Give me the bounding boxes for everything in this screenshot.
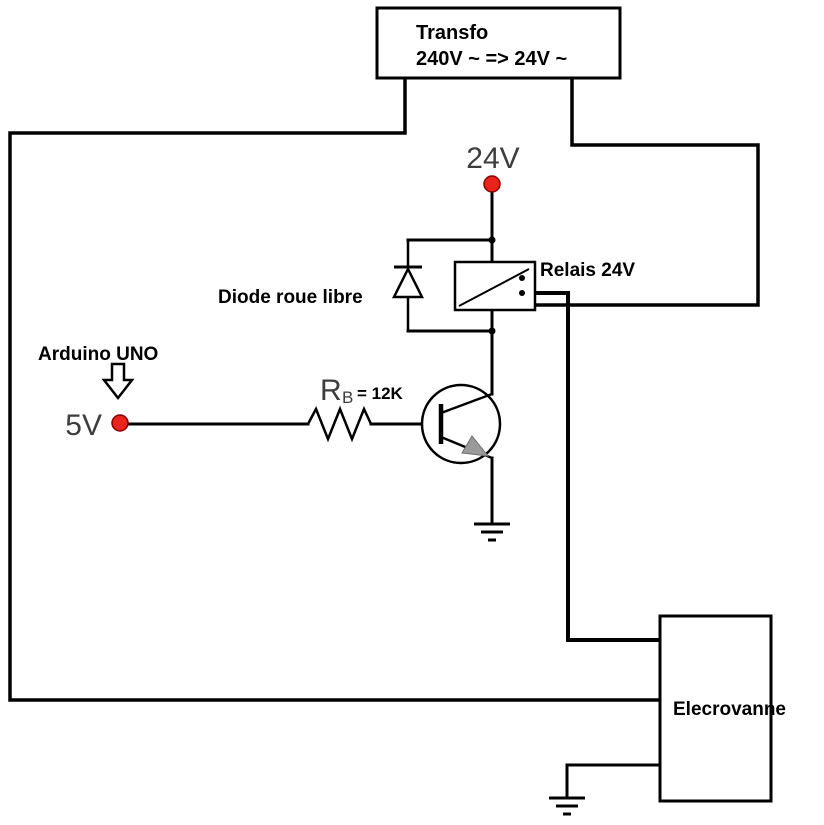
emitter-arrow-icon [461,435,490,457]
wire-valve-ground [565,763,662,799]
wires [8,76,760,799]
label-arduino: Arduino UNO [38,344,158,365]
label-rb-subscript: B [342,388,353,407]
ground-icon [474,522,510,542]
electrovalve-label: Elecrovanne [673,699,786,720]
wire-right-loop [533,76,760,307]
label-rb-value: = 12K [357,384,404,403]
relay-icon [453,260,537,312]
node-5v [111,414,129,432]
transistor-icon [420,383,502,465]
label-relay: Relais 24V [540,260,635,281]
label-diode: Diode roue libre [218,287,363,308]
electrovalve-box: Elecrovanne [658,614,786,803]
label-24v: 24V [466,142,519,175]
wire-relay-to-valve [522,291,662,642]
resistor-icon [306,405,373,443]
transformer-box: Transfo 240V ~ => 24V ~ [375,6,622,80]
ground-icon-valve [549,796,585,816]
junction-bottom-rail [488,327,496,335]
label-5v: 5V [65,409,102,442]
junction-top-rail [488,236,496,244]
node-24v [483,175,501,193]
diode-icon [391,265,425,299]
transformer-subtitle: 240V ~ => 24V ~ [416,48,567,70]
transformer-title: Transfo [416,22,488,44]
arrow-down-icon [101,362,135,401]
label-rb-symbol: R [320,374,342,407]
wire-left-loop [8,76,662,702]
